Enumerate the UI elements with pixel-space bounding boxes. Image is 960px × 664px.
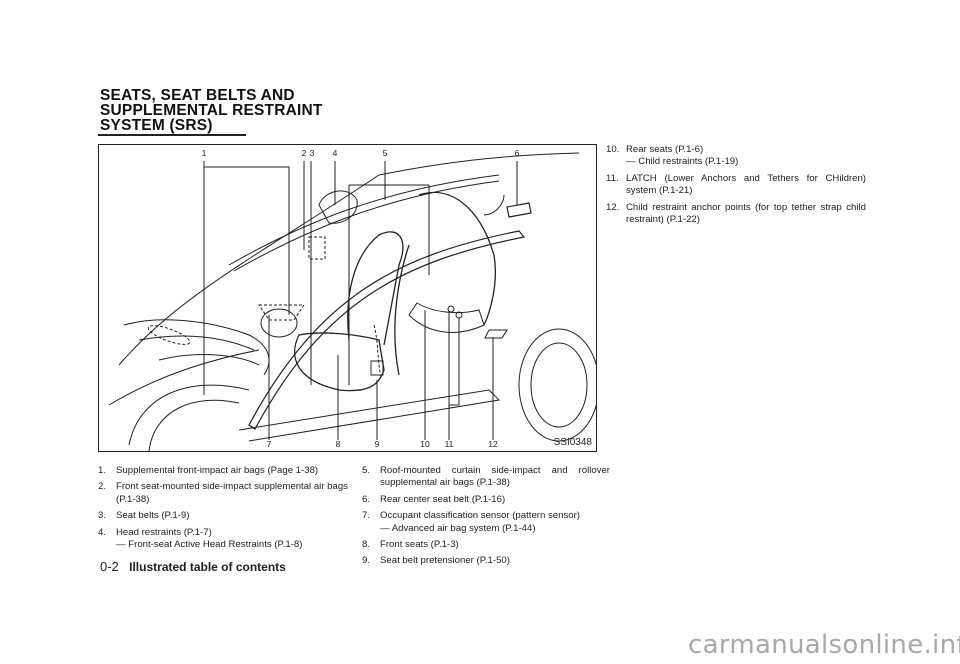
legend-column-3: 10. Rear seats (P.1-6)— Child restraints … xyxy=(606,144,866,230)
item-text: Supplemental front-impact air bags (Page… xyxy=(116,465,319,476)
callout-6: 6 xyxy=(514,148,520,158)
rear-center-belt-housing xyxy=(506,202,532,218)
leader-line-5 xyxy=(348,161,430,385)
callout-2: 2 xyxy=(301,148,307,158)
callout-12: 12 xyxy=(488,439,498,449)
item-text: Seat belts (P.1-9) xyxy=(116,510,190,522)
callout-11: 11 xyxy=(444,439,454,449)
b-pillar xyxy=(394,244,410,376)
heading-rule xyxy=(98,134,246,136)
site-watermark: carmanualsonline.info xyxy=(688,630,960,660)
heading-line: SUPPLEMENTAL RESTRAINT xyxy=(100,102,323,119)
figure-code: SSI0348 xyxy=(553,437,592,448)
item-number: 12. xyxy=(606,201,620,213)
legend-item: 11. LATCH (Lower Anchors and Tethers for … xyxy=(606,173,866,198)
item-number: 1. xyxy=(98,465,107,476)
section-title: Illustrated table of contents xyxy=(129,560,286,574)
rear-wheel xyxy=(518,328,596,442)
seat-belt-buckle xyxy=(370,360,384,376)
item-number: 4. xyxy=(98,526,107,538)
legend-item: 3. Seat belts (P.1-9) xyxy=(98,510,350,522)
legend-item: 10. Rear seats (P.1-6)— Child restraints … xyxy=(606,144,866,169)
legend-item: 9. Seat belt pretensioner (P.1-50) xyxy=(362,555,610,567)
steering-wheel xyxy=(260,308,298,338)
srs-illustration: 1 2 3 4 5 6 7 8 9 10 11 12 SSI0348 xyxy=(98,144,597,452)
item-number: 5. xyxy=(362,465,371,476)
legend-item: 1. Supplemental front-impact air bags (Pa… xyxy=(98,465,350,477)
item-number: 2. xyxy=(98,481,107,493)
rear-wheel-inner xyxy=(530,342,588,428)
passenger-airbag-outline xyxy=(147,325,191,345)
leader-line-1 xyxy=(203,161,290,395)
dashboard-line xyxy=(158,354,260,366)
fender-arch-inner xyxy=(148,399,240,451)
callout-3: 3 xyxy=(309,148,315,158)
rocker-panel xyxy=(238,389,501,442)
latch-anchor xyxy=(447,305,455,313)
legend-column-2: 5. Roof-mounted curtain side-impact and r… xyxy=(362,465,610,572)
front-seat-cushion xyxy=(294,332,385,392)
item-number: 3. xyxy=(98,510,107,522)
item-text: Head restraints (P.1-7) xyxy=(116,526,212,538)
curtain-airbag-bar xyxy=(248,230,526,430)
page-number: 0-2 xyxy=(100,559,119,574)
legend-item: 12. Child restraint anchor points (for to… xyxy=(606,202,866,227)
legend-item: 5. Roof-mounted curtain side-impact and r… xyxy=(362,465,610,490)
rear-seat-cushion xyxy=(408,302,485,333)
leader-line-11 xyxy=(448,311,460,440)
heading-line: SEATS, SEAT BELTS AND xyxy=(100,87,295,104)
item-text: Roof-mounted curtain side-impact and rol… xyxy=(380,465,610,489)
callout-4: 4 xyxy=(332,148,338,158)
item-text: LATCH (Lower Anchors and Tethers for CHi… xyxy=(626,172,866,197)
item-subtext: — Child restraints (P.1-19) xyxy=(626,156,739,168)
item-subtext: — Advanced air bag system (P.1-44) xyxy=(380,522,536,534)
item-number: 9. xyxy=(362,555,371,567)
item-text: Rear center seat belt (P.1-16) xyxy=(380,493,506,505)
legend-item: 8. Front seats (P.1-3) xyxy=(362,539,610,551)
dashboard-line xyxy=(138,335,255,351)
front-head-restraint xyxy=(318,190,358,224)
page-heading: SEATS, SEAT BELTS AND SUPPLEMENTAL RESTR… xyxy=(100,87,323,134)
legend-item: 7. Occupant classification sensor (patter… xyxy=(362,510,610,535)
item-text: Seat belt pretensioner (P.1-50) xyxy=(380,555,510,567)
legend-item: 2. Front seat-mounted side-impact supplem… xyxy=(98,481,350,506)
item-number: 7. xyxy=(362,510,371,522)
roof-rail xyxy=(228,174,500,266)
item-text: Front seats (P.1-3) xyxy=(380,539,459,551)
vehicle-cutaway-drawing xyxy=(108,152,596,451)
pretensioner-outline xyxy=(373,324,382,378)
legend-item: 4. Head restraints (P.1-7)— Front-seat Ac… xyxy=(98,527,350,552)
item-subtext: — Front-seat Active Head Restraints (P.1… xyxy=(116,539,303,551)
side-airbag-outline xyxy=(308,236,326,260)
item-text: Rear seats (P.1-6) xyxy=(626,144,704,155)
rear-seat-belt xyxy=(483,194,505,216)
item-text: Occupant classification sensor (pattern … xyxy=(380,510,580,522)
item-number: 6. xyxy=(362,493,371,505)
item-number: 8. xyxy=(362,539,371,551)
callout-9: 9 xyxy=(374,439,380,449)
driver-airbag-outline xyxy=(258,304,305,321)
heading-line: SYSTEM (SRS) xyxy=(100,117,213,134)
callout-7: 7 xyxy=(266,439,272,449)
roof-rail-inner xyxy=(233,180,500,272)
fender-arch xyxy=(128,384,250,446)
callout-8: 8 xyxy=(335,439,341,449)
rear-seat-back xyxy=(418,191,496,326)
tether-anchor xyxy=(484,329,508,339)
item-number: 11. xyxy=(606,172,619,184)
roof-line xyxy=(118,152,580,366)
item-text: Child restraint anchor points (for top t… xyxy=(626,201,866,226)
item-number: 10. xyxy=(606,144,620,155)
item-text: Front seat-mounted side-impact supplemen… xyxy=(116,481,348,505)
hood-line xyxy=(108,349,260,406)
page-footer: 0-2 Illustrated table of contents xyxy=(100,559,286,574)
callout-10: 10 xyxy=(420,439,430,449)
legend-item: 6. Rear center seat belt (P.1-16) xyxy=(362,494,610,506)
front-seat-back xyxy=(347,231,404,346)
callout-5: 5 xyxy=(382,148,388,158)
callout-1: 1 xyxy=(201,148,207,158)
legend-column-1: 1. Supplemental front-impact air bags (Pa… xyxy=(98,465,350,555)
